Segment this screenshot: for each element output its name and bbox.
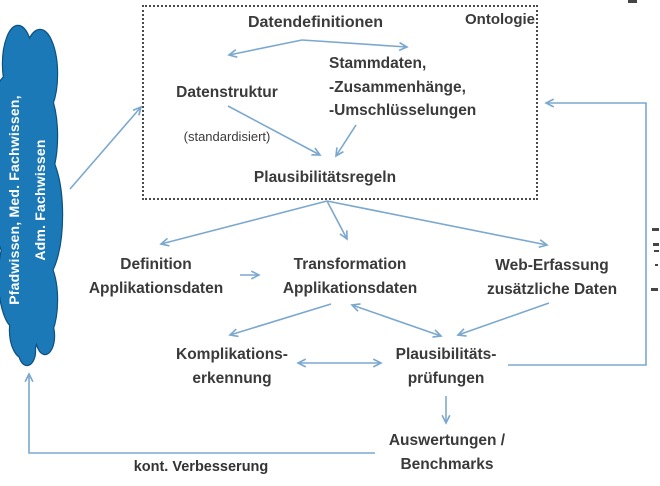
node-plausibilitaetsregeln: Plausibilitätsregeln [253, 169, 397, 186]
ontology-box-label: Ontologie [465, 11, 535, 28]
arrow-feedback-to-cloud [29, 374, 375, 454]
arrow-datendefinitionen-to-stammdaten [301, 39, 407, 47]
arrow-transformation-pruefungen-bidirectional [352, 305, 441, 336]
node-web-erfassung: Web-Erfassung zusätzliche Daten [486, 257, 618, 298]
knowledge-cloud [0, 24, 64, 367]
arrow-datenstruktur-to-plausibilitaetsregeln [227, 105, 320, 155]
arrow-stammdaten-to-plausibilitaetsregeln [336, 124, 357, 156]
node-auswertungen-benchmarks: Auswertungen / Benchmarks [388, 432, 506, 473]
arrow-cloud-to-ontology-box [69, 107, 141, 190]
arrow-regeln-to-transformation [326, 200, 347, 239]
kont-verbesserung-label: kont. Verbesserung [133, 459, 269, 475]
ontology-box [142, 5, 538, 200]
arrow-datendefinitionen-to-datenstruktur [229, 39, 303, 55]
arrow-web-erfassung-to-pruefungen [458, 302, 550, 335]
arrow-pruefungen-to-ontology-box-loop [508, 103, 647, 366]
node-definition-applikationsdaten: Definition Applikationsdaten [88, 256, 224, 297]
cloud-line-1: Pfadwissen, Med. Fachwissen, [6, 95, 22, 305]
arrow-regeln-to-web-erfassung [326, 200, 547, 245]
node-datenstruktur: Datenstruktur (standardisiert) [143, 58, 311, 169]
node-komplikationserkennung: Komplikations- erkennung [176, 346, 288, 387]
node-transformation-applikationsdaten: Transformation Applikationsdaten [282, 256, 418, 297]
datenstruktur-title: Datenstruktur [176, 83, 278, 101]
node-stammdaten: Stammdaten, -Zusammenhänge, -Umschlüssel… [329, 55, 477, 119]
node-datendefinitionen: Datendefinitionen [247, 14, 384, 31]
arrow-regeln-to-definition [161, 200, 328, 244]
cloud-line-2: Adm. Fachwissen [32, 139, 48, 261]
arrow-transformation-to-komplikation [230, 303, 332, 335]
node-plausibilitaetspruefungen: Plausibilitäts- prüfungen [395, 346, 497, 387]
knowledge-cloud-label: Pfadwissen, Med. Fachwissen, Adm. Fachwi… [1, 85, 57, 315]
datenstruktur-subtitle: (standardisiert) [183, 129, 271, 144]
clipped-text-fragment [628, 0, 659, 291]
